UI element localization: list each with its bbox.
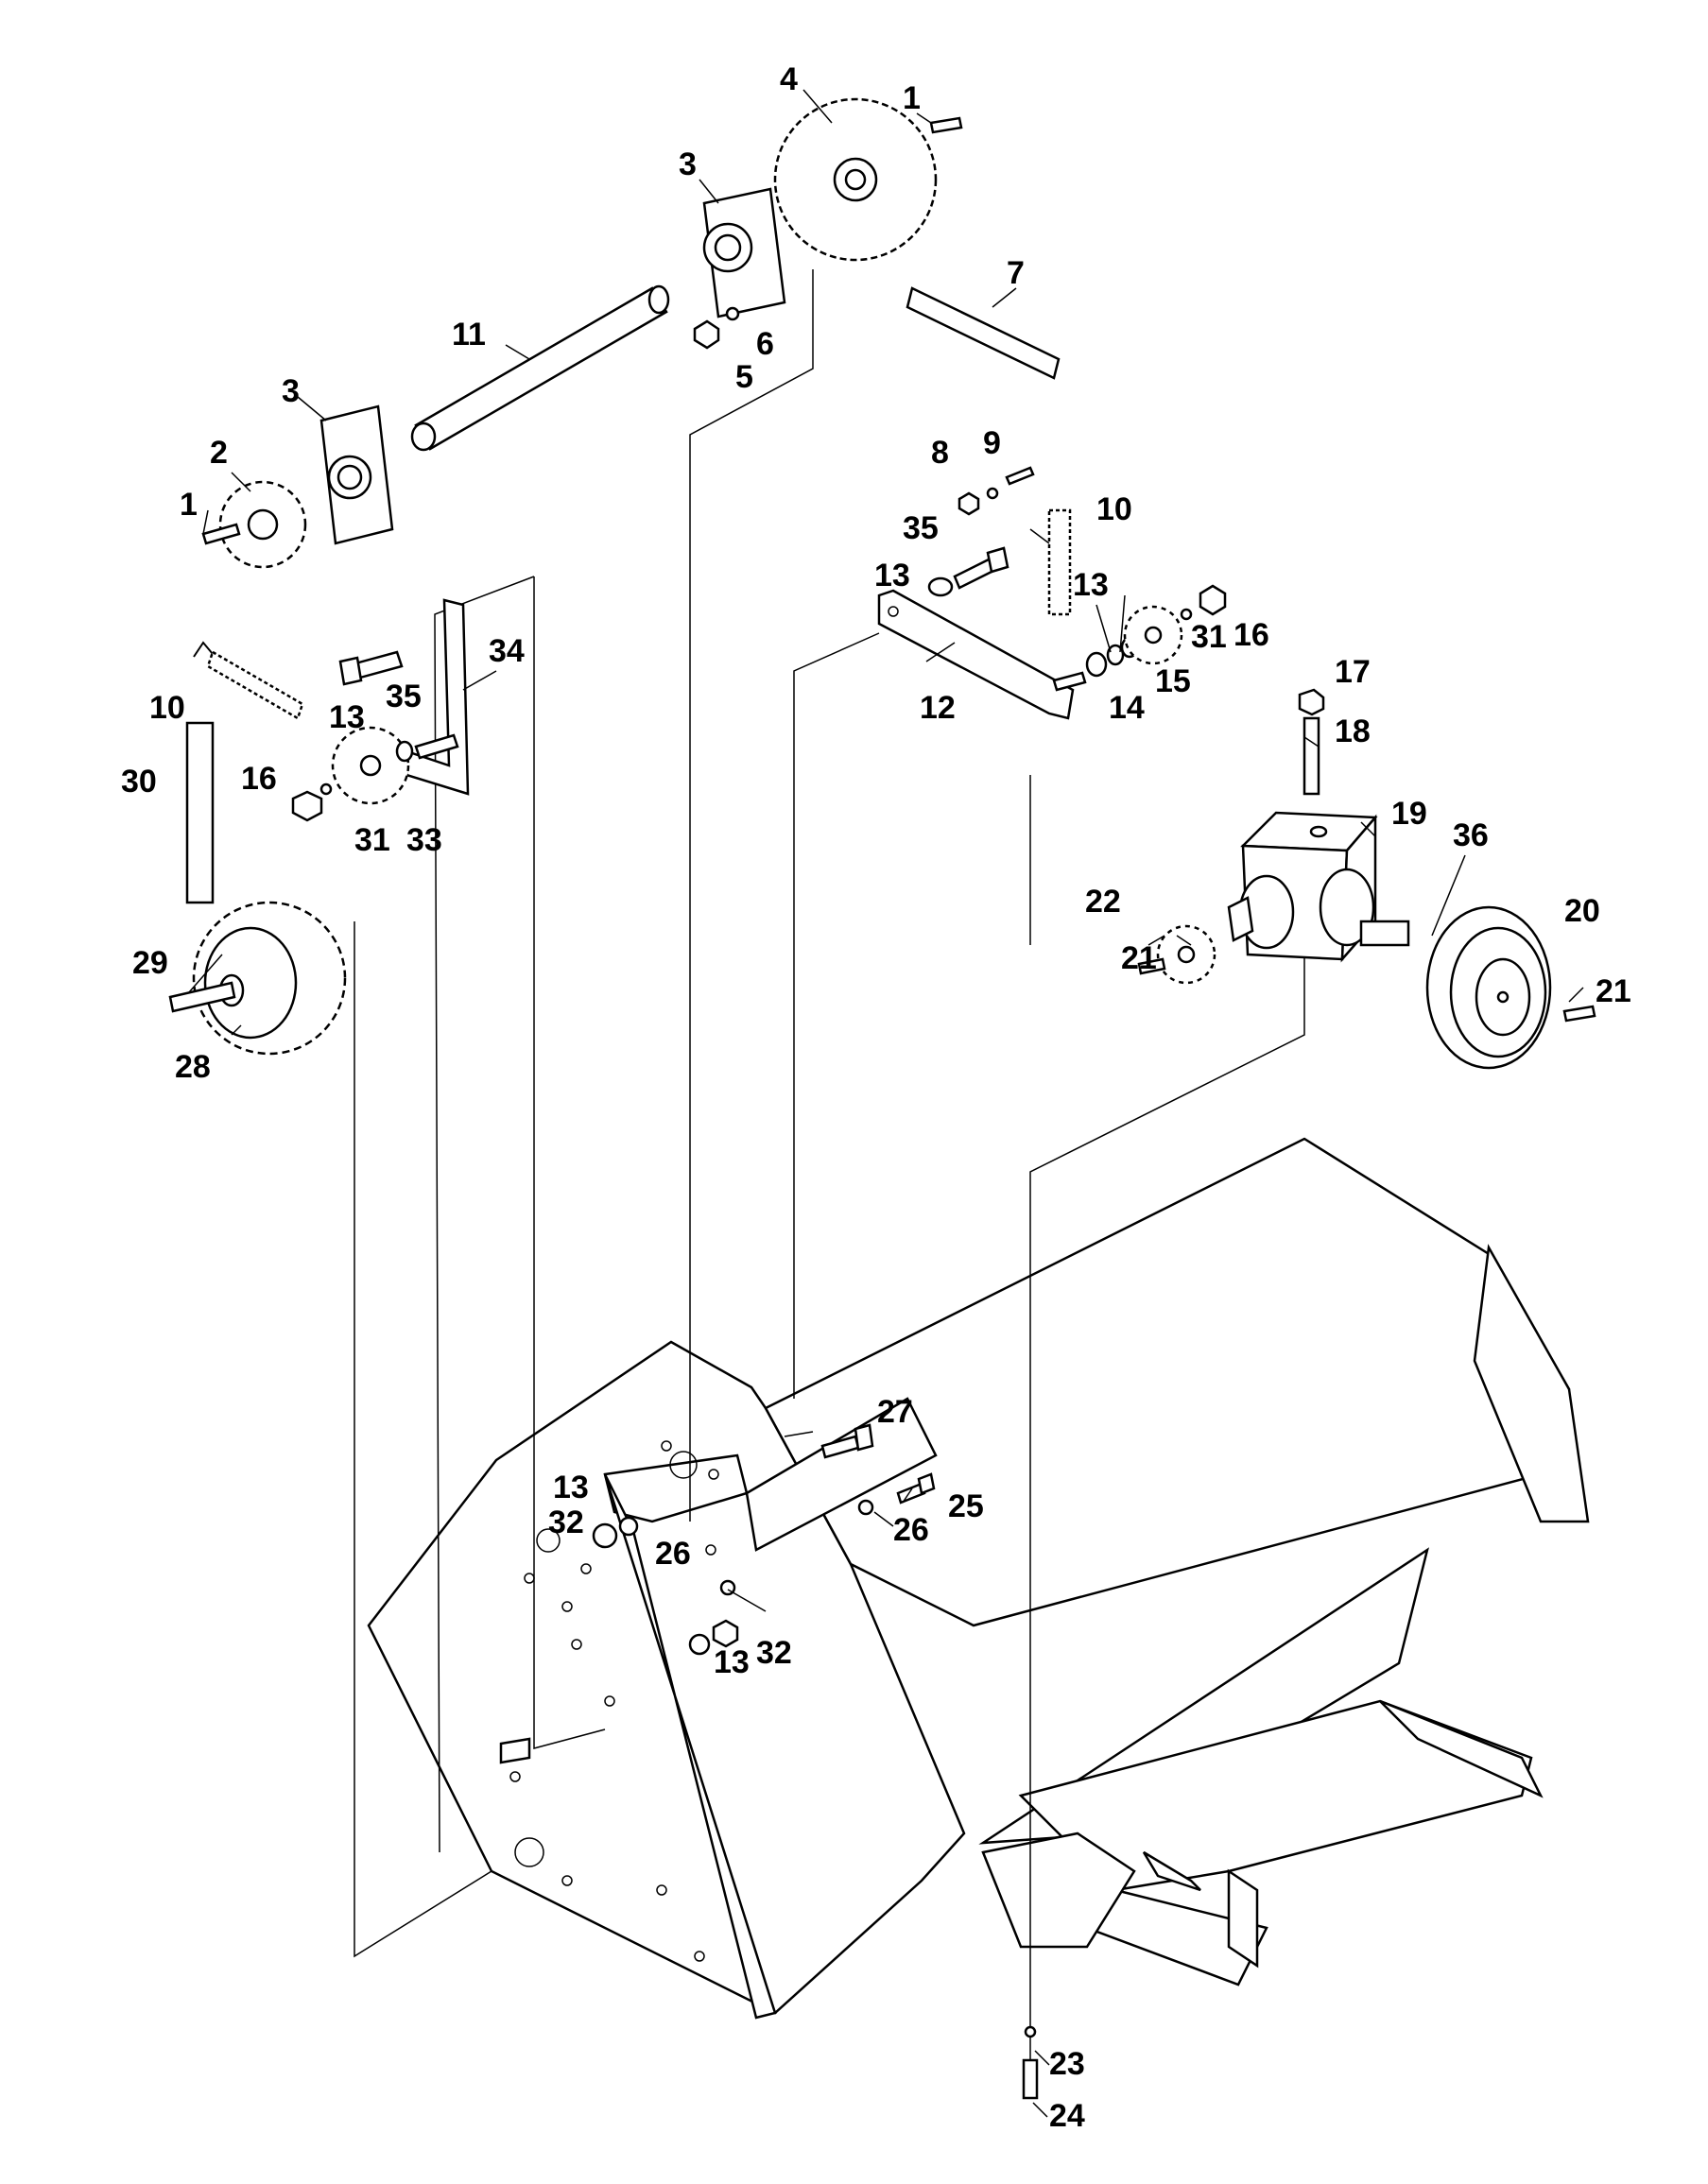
spring-right — [1047, 508, 1072, 616]
callout-label: 13 — [329, 699, 365, 735]
callout-label: 12 — [920, 690, 956, 726]
callout-label: 29 — [132, 945, 168, 981]
callout-label: 8 — [931, 435, 949, 471]
callout-label: 13 — [714, 1644, 750, 1680]
callout-label: 13 — [1073, 567, 1109, 603]
callout-label: 6 — [756, 326, 774, 362]
callout-labels: 1 1 2 3 3 4 5 6 7 8 9 10 10 11 12 13 13 … — [121, 61, 1631, 2134]
callout-label: 1 — [903, 80, 921, 116]
callout-label: 28 — [175, 1049, 211, 1085]
callout-label: 35 — [386, 679, 422, 714]
callout-label: 7 — [1007, 255, 1025, 291]
callout-label: 9 — [983, 425, 1001, 461]
callout-label: 10 — [149, 690, 185, 726]
main-housing — [367, 1137, 1590, 2020]
callout-label: 26 — [655, 1536, 691, 1572]
panel-holes — [509, 1440, 719, 1962]
callout-label: 17 — [1335, 654, 1371, 690]
callout-label: 26 — [893, 1512, 929, 1548]
callout-label: 3 — [282, 373, 300, 409]
callout-label: 31 — [1191, 619, 1227, 655]
callout-label: 22 — [1085, 884, 1121, 920]
callout-label: 1 — [180, 487, 198, 523]
callout-label: 36 — [1453, 817, 1489, 853]
callout-label: 2 — [210, 435, 228, 471]
callout-label: 31 — [354, 822, 390, 858]
callout-label: 24 — [1049, 2098, 1085, 2134]
callout-label: 11 — [452, 317, 486, 353]
callout-label: 21 — [1121, 940, 1157, 976]
callout-label: 35 — [903, 510, 939, 546]
callout-label: 16 — [1234, 617, 1269, 653]
callout-label: 34 — [489, 633, 525, 669]
callout-label: 16 — [241, 761, 277, 797]
callout-label: 15 — [1155, 663, 1191, 699]
tensioner-arm — [877, 589, 1075, 720]
callout-label: 19 — [1391, 796, 1427, 832]
callout-label: 21 — [1596, 973, 1631, 1009]
callout-label: 33 — [406, 822, 442, 858]
drive-chain-left — [185, 721, 215, 904]
callout-label: 20 — [1564, 893, 1600, 929]
callout-label: 18 — [1335, 714, 1371, 749]
callout-label: 10 — [1096, 491, 1132, 527]
drive-chain-upper — [906, 286, 1061, 380]
left-tensioner-assembly — [168, 598, 470, 1056]
callout-label: 23 — [1049, 2046, 1085, 2082]
gearbox-assembly — [1137, 688, 1596, 1070]
callout-label: 3 — [679, 146, 697, 182]
assembly-leader-lines — [354, 269, 1305, 2098]
right-tensioner-assembly — [877, 466, 1227, 720]
callout-label: 30 — [121, 764, 157, 800]
callout-label: 13 — [553, 1470, 589, 1505]
callout-label: 14 — [1109, 690, 1145, 726]
callout-label: 5 — [735, 359, 753, 395]
frame-hardware — [592, 1423, 1039, 2100]
callout-label: 27 — [877, 1394, 913, 1430]
callout-label: 32 — [756, 1635, 792, 1671]
callout-label: 13 — [874, 558, 910, 593]
callout-label: 4 — [780, 61, 798, 97]
drive-shaft-assembly — [201, 97, 1061, 569]
callout-label: 25 — [948, 1488, 984, 1524]
callout-label: 32 — [548, 1505, 584, 1540]
callout-leaders — [188, 89, 1584, 2118]
spring-left — [206, 650, 304, 720]
